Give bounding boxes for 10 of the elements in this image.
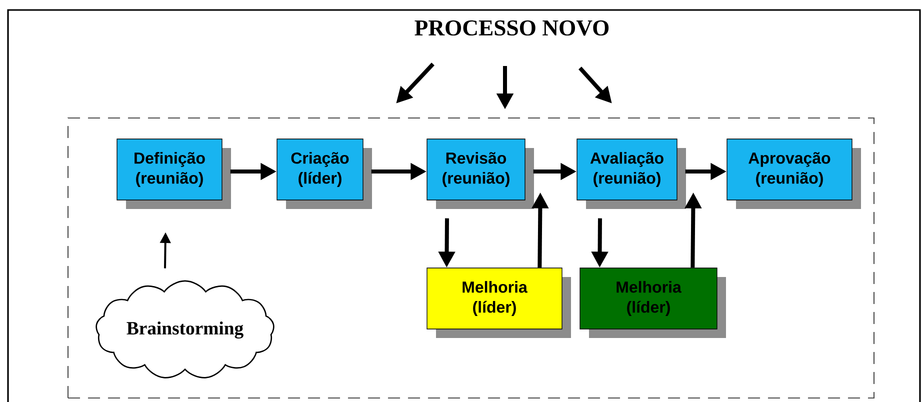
process-box: Revisão (reunião): [426, 138, 534, 209]
improvement-box: Melhoria (líder): [580, 268, 726, 338]
title: PROCESSO NOVO: [414, 20, 609, 36]
process-box: Avaliação (reunião): [576, 138, 686, 209]
process-box: Aprovação (reunião): [726, 138, 861, 209]
process-box: Criação (líder): [276, 138, 372, 209]
dashed-boundary: [67, 117, 875, 399]
process-box: Definição (reunião): [116, 138, 231, 209]
cloud: Brainstorming: [96, 280, 274, 378]
improvement-box: Melhoria (líder): [426, 268, 571, 338]
